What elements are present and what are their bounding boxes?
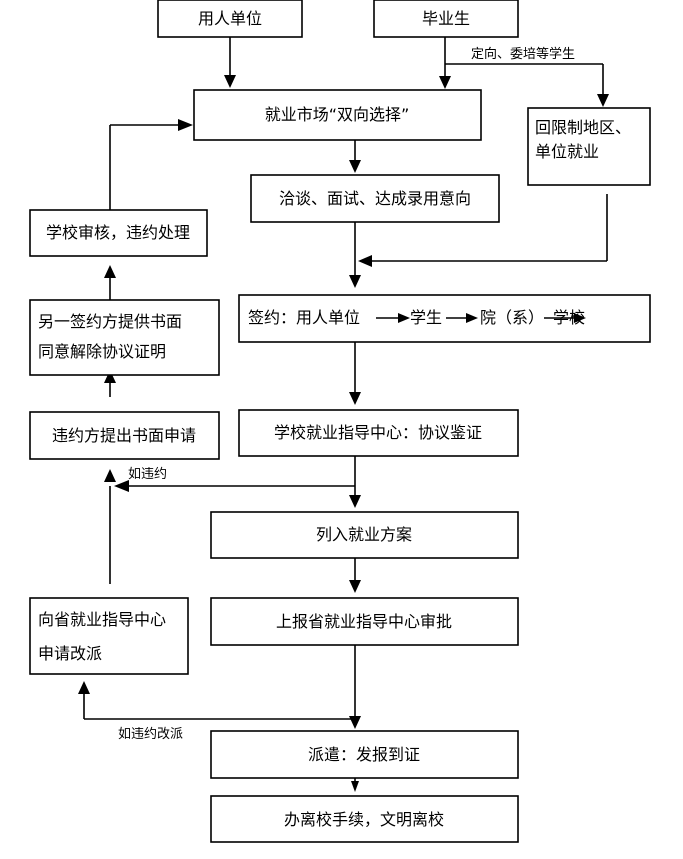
node-province-approval: 上报省就业指导中心审批 (210, 597, 519, 646)
node-leave-label: 办离校手续，文明离校 (284, 810, 444, 829)
node-restricted: 回限制地区、 单位就业 (527, 107, 651, 186)
arrow-restricted-merge (358, 255, 372, 267)
edge-label-directed: 定向、委培等学生 (471, 46, 575, 62)
arrow-up-to-school-review (104, 265, 116, 278)
arrow-sign-to-center (349, 392, 361, 405)
node-sign-college: 院（系） (480, 308, 544, 327)
node-province-reassign-line1: 向省就业指导中心 (38, 610, 166, 629)
node-market: 就业市场“双向选择” (193, 89, 482, 141)
arrow-graduate-to-market (439, 76, 451, 89)
node-sign-prefix: 签约：用人单位 (248, 308, 360, 327)
node-province-reassign: 向省就业指导中心 申请改派 (29, 597, 189, 675)
node-market-label: 就业市场“双向选择” (265, 105, 410, 124)
node-graduate-label: 毕业生 (422, 9, 470, 28)
node-breach-request-label: 违约方提出书面申请 (52, 426, 196, 445)
arrow-review-to-market (178, 119, 193, 131)
arrow-up-to-breach-request (104, 469, 116, 482)
arrow-sign-2 (466, 313, 478, 323)
arrow-to-restricted (597, 94, 609, 107)
node-employer-label: 用人单位 (198, 9, 262, 28)
arrow-employer-to-market (224, 75, 236, 88)
arrow-sign-1 (398, 313, 410, 323)
node-negotiate-label: 洽谈、面试、达成录用意向 (279, 189, 471, 208)
node-dispatch-label: 派遣：发报到证 (308, 745, 420, 764)
arrow-up-to-province-reassign (78, 681, 90, 694)
arrow-up-to-other-party (104, 370, 116, 383)
node-restricted-line2: 单位就业 (535, 142, 599, 161)
connectors (83, 37, 608, 782)
arrow-plan-to-approval (349, 580, 361, 593)
node-school-review: 学校审核，违约处理 (29, 209, 208, 257)
edge-label-if-breach-reassign: 如违约改派 (118, 726, 183, 742)
node-employment-plan-label: 列入就业方案 (316, 525, 412, 544)
arrow-market-to-negotiate (349, 160, 361, 173)
node-other-party-line2: 同意解除协议证明 (38, 342, 166, 361)
node-province-approval-label: 上报省就业指导中心审批 (276, 612, 452, 631)
arrow-approval-to-dispatch (349, 716, 361, 729)
edge-label-if-breach: 如违约 (128, 466, 167, 482)
arrow-center-to-plan (349, 495, 361, 508)
node-other-party: 另一签约方提供书面 同意解除协议证明 (29, 299, 220, 376)
node-province-reassign-line2: 申请改派 (38, 644, 102, 663)
node-leave: 办离校手续，文明离校 (210, 795, 519, 843)
node-breach-request: 违约方提出书面申请 (29, 411, 220, 460)
node-restricted-line1: 回限制地区、 (535, 118, 631, 137)
node-other-party-line1: 另一签约方提供书面 (38, 312, 182, 331)
node-center-verify: 学校就业指导中心：协议鉴证 (238, 409, 519, 457)
node-employment-plan: 列入就业方案 (210, 511, 519, 559)
node-dispatch: 派遣：发报到证 (210, 730, 519, 779)
arrow-negotiate-to-sign (349, 275, 361, 288)
node-employer: 用人单位 (157, 0, 303, 38)
node-graduate: 毕业生 (373, 0, 519, 38)
node-sign-student: 学生 (410, 308, 442, 327)
node-negotiate: 洽谈、面试、达成录用意向 (250, 174, 500, 223)
arrow-breach-left (114, 480, 129, 492)
node-center-verify-label: 学校就业指导中心：协议鉴证 (274, 423, 482, 442)
arrow-sign-3 (574, 313, 586, 323)
node-school-review-label: 学校审核，违约处理 (46, 223, 190, 242)
arrow-dispatch-to-leave (351, 781, 359, 792)
arrowheads (78, 75, 609, 792)
node-sign: 签约：用人单位 学生 院（系） 学校 (238, 294, 651, 343)
